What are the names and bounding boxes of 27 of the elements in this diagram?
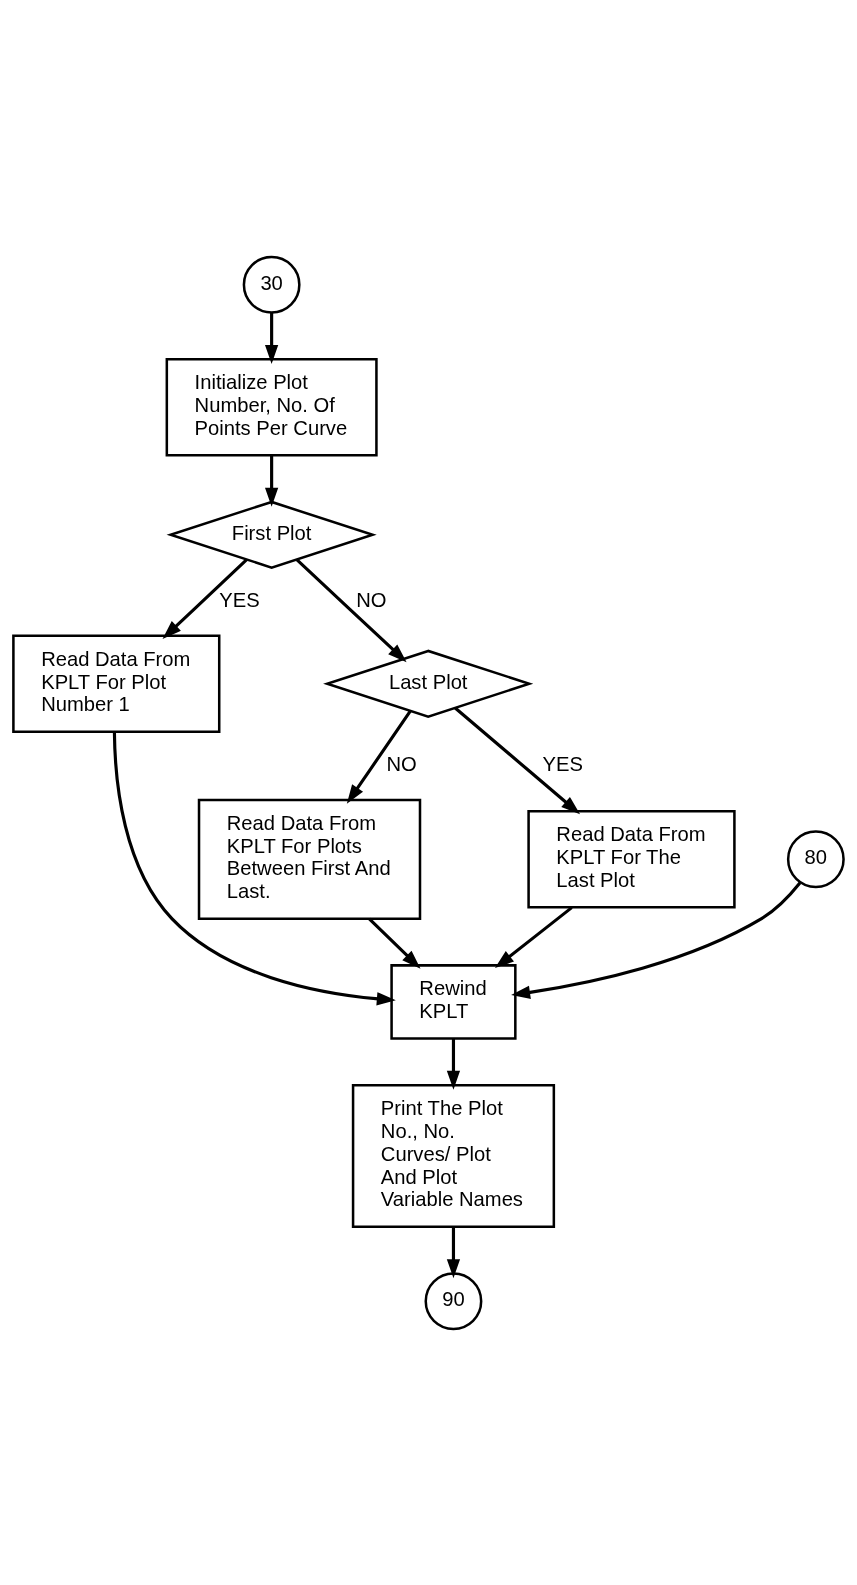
arrow xyxy=(446,1038,461,1090)
edge-label: YES xyxy=(219,588,260,610)
edge-label: NO xyxy=(386,752,417,775)
arrow xyxy=(368,917,421,969)
node-circle: 90 xyxy=(424,1271,483,1330)
node-circle: 30 xyxy=(242,255,301,314)
arrow xyxy=(162,557,248,639)
node-diamond: First Plot xyxy=(166,500,377,569)
node-diamond: Last Plot xyxy=(323,649,534,718)
node-box: Initialize Plot Number, No. Of Points Per Curve xyxy=(165,357,378,456)
node-circle: 80 xyxy=(786,829,845,888)
node-box: Read Data From KPLT For Plots Between First And Last. xyxy=(197,798,422,920)
arrow xyxy=(265,454,279,507)
arrow xyxy=(112,731,396,1005)
arrow xyxy=(346,709,412,804)
arrow xyxy=(454,706,581,814)
node-box: Rewind KPLT xyxy=(390,963,517,1040)
arrow xyxy=(511,881,802,999)
node-box: Read Data From KPLT For Plot Number 1 xyxy=(12,634,221,733)
arrow xyxy=(446,1226,461,1278)
edge-label: YES xyxy=(542,752,583,775)
arrow xyxy=(295,557,407,662)
arrow xyxy=(265,312,279,364)
edge-label: NO xyxy=(356,588,387,610)
node-box: Read Data From KPLT For The Last Plot xyxy=(527,809,736,909)
node-box: Print The Plot No., No. Curves/ Plot And Plot Variable Names xyxy=(351,1083,556,1228)
arrow xyxy=(494,905,573,968)
